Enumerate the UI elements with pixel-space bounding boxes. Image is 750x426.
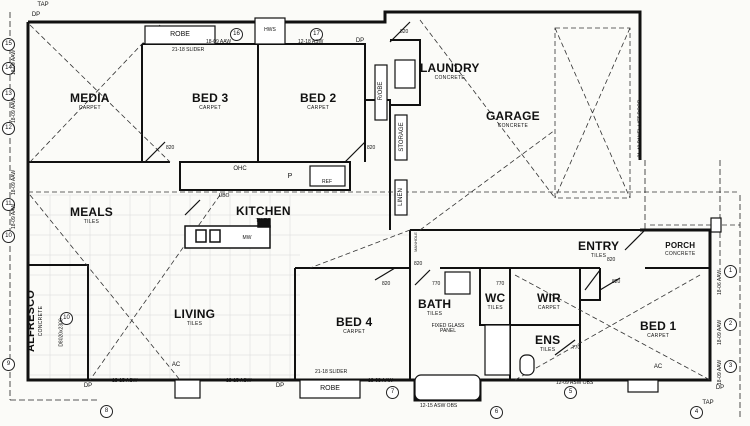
- window-code: 18-03 AAW: [368, 378, 394, 384]
- window-code: 18-09 AAW: [717, 319, 724, 346]
- downpipe-label: DP: [355, 38, 365, 44]
- robe-label: ROBE: [170, 31, 190, 38]
- grid-marker: 11: [2, 198, 15, 211]
- window-code: 18-15 ASW: [226, 378, 252, 384]
- grid-marker: 13: [2, 88, 15, 101]
- fixtures-boxes: [144, 17, 722, 401]
- manhole-label: MANHOLE: [413, 232, 418, 252]
- garage-outline: [28, 19, 740, 381]
- grid-marker: 4: [690, 406, 703, 419]
- microwave-label: MW: [242, 235, 252, 241]
- door-size: 820: [607, 257, 616, 263]
- door-size: 770: [432, 281, 441, 287]
- window-code: 18-09 AAW: [11, 169, 18, 196]
- window-code: 18-09 AAW: [11, 203, 18, 230]
- grid-marker: 10: [2, 230, 15, 243]
- window-code: 18-09 AAW: [717, 359, 724, 386]
- fridge-label: REF: [322, 179, 332, 185]
- grid-marker: 8: [100, 405, 113, 418]
- grid-marker: 6: [490, 406, 503, 419]
- door-size: 770: [496, 281, 505, 287]
- window-code: 21-18 SLIDER: [315, 369, 348, 375]
- window-code: 12-09 ASW OBS: [556, 380, 594, 386]
- downpipe-label: DP: [83, 383, 93, 389]
- door-size: 820: [414, 261, 423, 267]
- ac-label: AC: [171, 362, 181, 368]
- grid-marker: 2: [724, 318, 737, 331]
- downpipe-label: DP: [31, 12, 41, 18]
- door-size: 820: [382, 281, 391, 287]
- tap-label: TAP: [702, 400, 714, 406]
- grid-marker: 9: [2, 358, 15, 371]
- grid-marker: 14: [2, 62, 15, 75]
- door-size: 820: [166, 145, 175, 151]
- window-code: 18-09 AAW: [11, 97, 18, 124]
- ac-label: AC: [653, 364, 663, 370]
- window-code: 18-15 ASW: [112, 378, 138, 384]
- linen-label: LINEN: [398, 188, 404, 206]
- hws-label: HWS: [264, 27, 276, 33]
- grid-marker: 7: [386, 386, 399, 399]
- tap-label: TAP: [37, 2, 49, 8]
- kitchen-island: [184, 218, 271, 249]
- storage-label: STORAGE: [399, 122, 405, 152]
- grid-marker: 15: [2, 38, 15, 51]
- grid-marker: 1: [724, 265, 737, 278]
- ubo-label: UBO: [218, 193, 230, 199]
- window-code: 21-18 SLIDER: [172, 47, 205, 53]
- grid-marker: 17: [310, 28, 323, 41]
- door-size: 820: [612, 279, 621, 285]
- glass-panel-label: FIXED GLASS PANEL: [431, 323, 465, 334]
- grid-marker: 5: [564, 386, 577, 399]
- grid-marker: 10: [60, 312, 73, 325]
- grid-marker: 3: [724, 360, 737, 373]
- downpipe-label: DP: [715, 385, 725, 391]
- door-size: 770: [572, 345, 581, 351]
- alfresco-size: D8020x2300: [58, 318, 65, 347]
- grid-marker: 12: [2, 122, 15, 135]
- outer-walls: [26, 10, 712, 402]
- pantry-label: P: [287, 173, 293, 180]
- ohc-label: OHC: [233, 166, 247, 172]
- grid-marker: 16: [230, 28, 243, 41]
- robe-label: ROBE: [320, 385, 340, 392]
- door-size: 820: [367, 145, 376, 151]
- robe-side-label: R/OBE: [378, 81, 384, 101]
- door-size: 820: [400, 29, 409, 35]
- downpipe-label: DP: [275, 383, 285, 389]
- inner-walls: [28, 39, 710, 380]
- garage-door-label: 21-48 PANEL LIFT DOOR: [637, 99, 644, 158]
- window-code: 18-09 AAW: [206, 39, 232, 45]
- window-code: 18-06 AAW: [717, 269, 724, 296]
- window-code: 12-15 ASW OBS: [420, 403, 458, 409]
- window-code: 12-18 ASW: [298, 39, 324, 45]
- door-swings: [144, 21, 646, 356]
- window-code: 18-09 AAW: [11, 49, 18, 76]
